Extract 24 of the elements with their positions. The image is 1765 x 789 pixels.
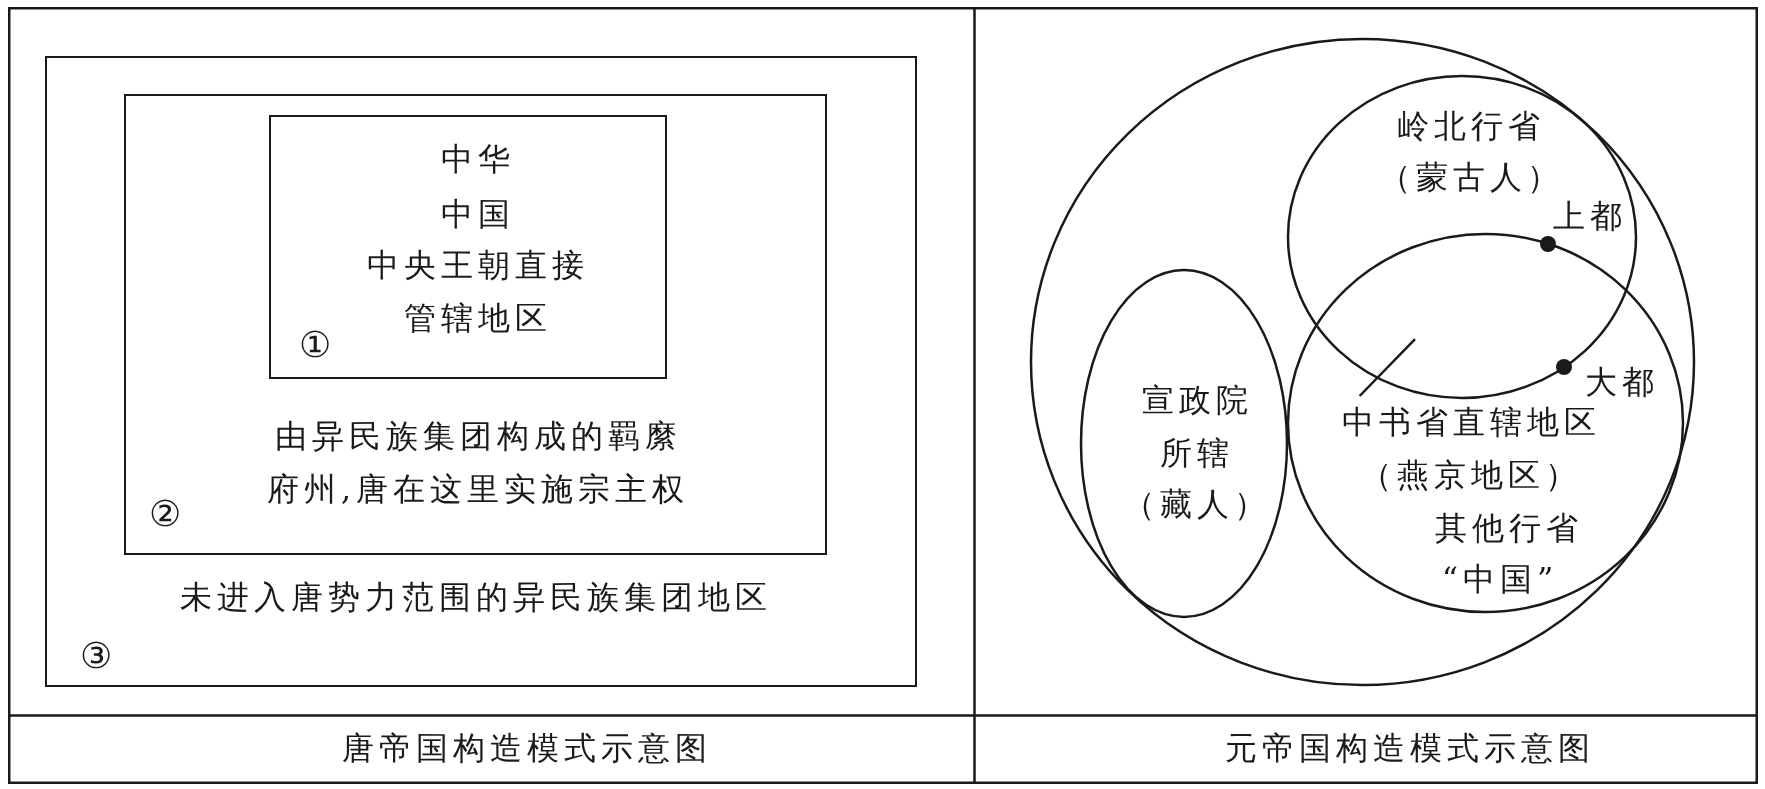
city-label: 上都 (1553, 195, 1627, 237)
figure-caption: 唐帝国构造模式示意图 (342, 727, 712, 769)
region-label: 中央王朝直接管辖地区 (365, 244, 590, 339)
region-label: （藏人） (1123, 483, 1271, 525)
region-label: 其他行省 (1435, 507, 1583, 549)
city-label: 大都 (1585, 361, 1659, 403)
region-label: 岭北行省 (1397, 105, 1545, 147)
leader-line (1358, 338, 1416, 397)
region-label: 中国 (440, 193, 515, 234)
region-box (269, 115, 667, 379)
region-label: 宣政院所辖 (1140, 380, 1254, 474)
callout-number: ① (298, 324, 331, 365)
region-label: （燕京地区） (1360, 455, 1582, 496)
region-label: 未进入唐势力范围的异民族集团地区 (179, 576, 772, 617)
region-label: 中书省直辖地区 (1341, 402, 1601, 443)
figure-caption: 元帝国构造模式示意图 (1225, 727, 1595, 769)
region-label: 由异民族集团构成的羁縻府州,唐在这里实施宗主权 (265, 416, 691, 510)
region-label: “中国” (1441, 558, 1559, 600)
region-label: （蒙古人） (1378, 156, 1564, 198)
region-box (45, 56, 917, 687)
region-label: 中华 (440, 138, 515, 179)
callout-number: ③ (79, 635, 112, 676)
callout-number: ② (149, 494, 181, 534)
region-box (123, 93, 827, 555)
